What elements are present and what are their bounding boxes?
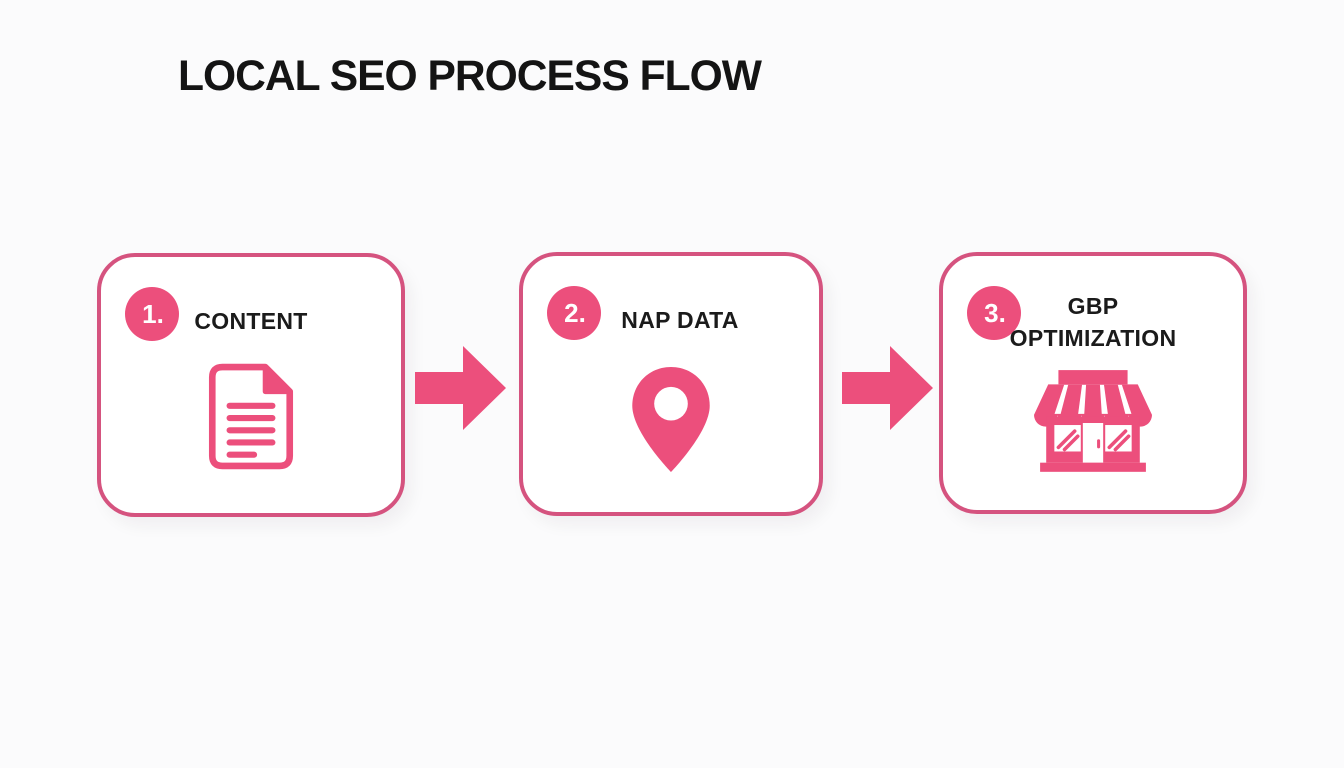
step-card-content: 1. CONTENT (97, 253, 405, 517)
location-pin-icon (631, 366, 711, 478)
step-card-gbp-optimization: 3. GBP OPTIMIZATION (939, 252, 1247, 514)
step-label: NAP DATA (621, 307, 739, 333)
arrow-right-icon (415, 345, 507, 431)
step-label: CONTENT (194, 308, 308, 334)
storefront-icon (1034, 370, 1152, 481)
document-icon (205, 363, 297, 475)
step-number-badge: 2. (547, 286, 601, 340)
step-label: GBP OPTIMIZATION (1009, 293, 1177, 352)
page-title: LOCAL SEO PROCESS FLOW (178, 52, 762, 100)
step-number-badge: 3. (967, 286, 1021, 340)
arrow-right-icon (842, 345, 934, 431)
step-card-nap-data: 2. NAP DATA (519, 252, 823, 516)
step-number-badge: 1. (125, 287, 179, 341)
